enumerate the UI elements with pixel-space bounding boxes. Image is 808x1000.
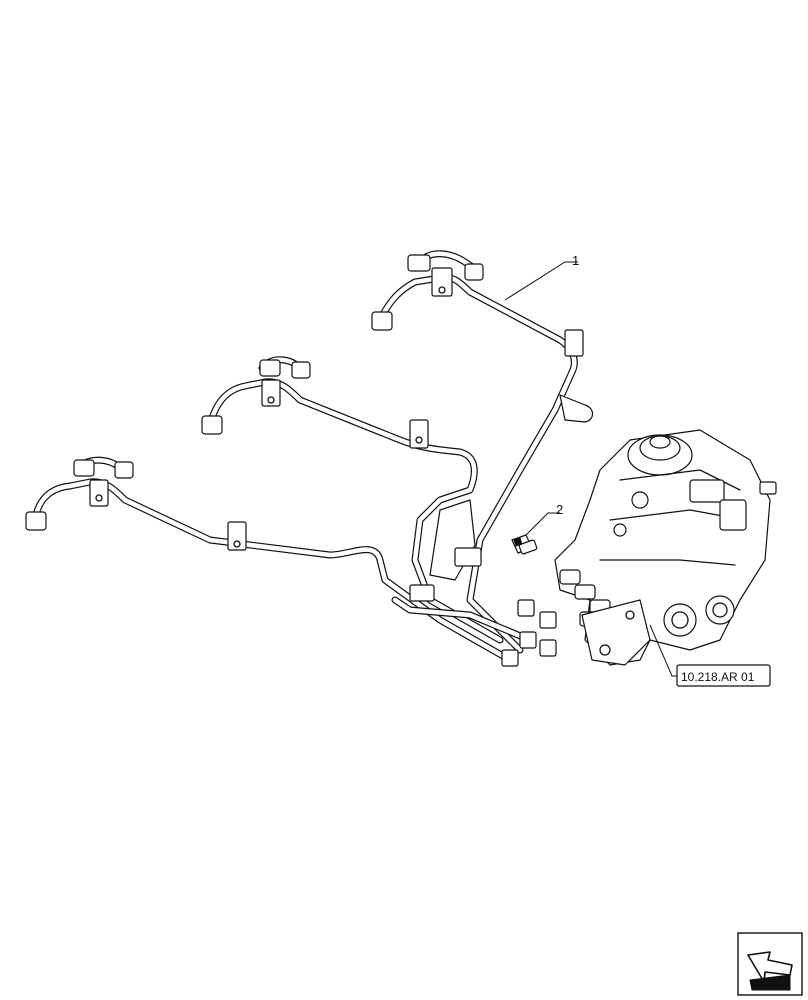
callout-1-label: 1 [572, 253, 579, 268]
callout-2-label: 2 [556, 502, 563, 517]
injection-pipe-rear [376, 250, 578, 654]
callout-2: 2 [525, 502, 563, 536]
fuel-injection-pump [554, 429, 777, 666]
callout-1: 1 [504, 253, 579, 301]
injection-pipe-middle [206, 356, 504, 644]
pipe-clamps [89, 267, 584, 602]
reference-label: 10.218.AR 01 [681, 670, 755, 684]
bolt [511, 534, 538, 555]
injector-fittings [25, 254, 484, 531]
reference-callout[interactable]: 10.218.AR 01 [649, 624, 771, 687]
pump-end-nuts [501, 599, 557, 667]
mounting-bracket [429, 499, 476, 581]
back-arrow-icon[interactable] [737, 932, 803, 996]
injection-pipes-assembly [25, 250, 594, 667]
